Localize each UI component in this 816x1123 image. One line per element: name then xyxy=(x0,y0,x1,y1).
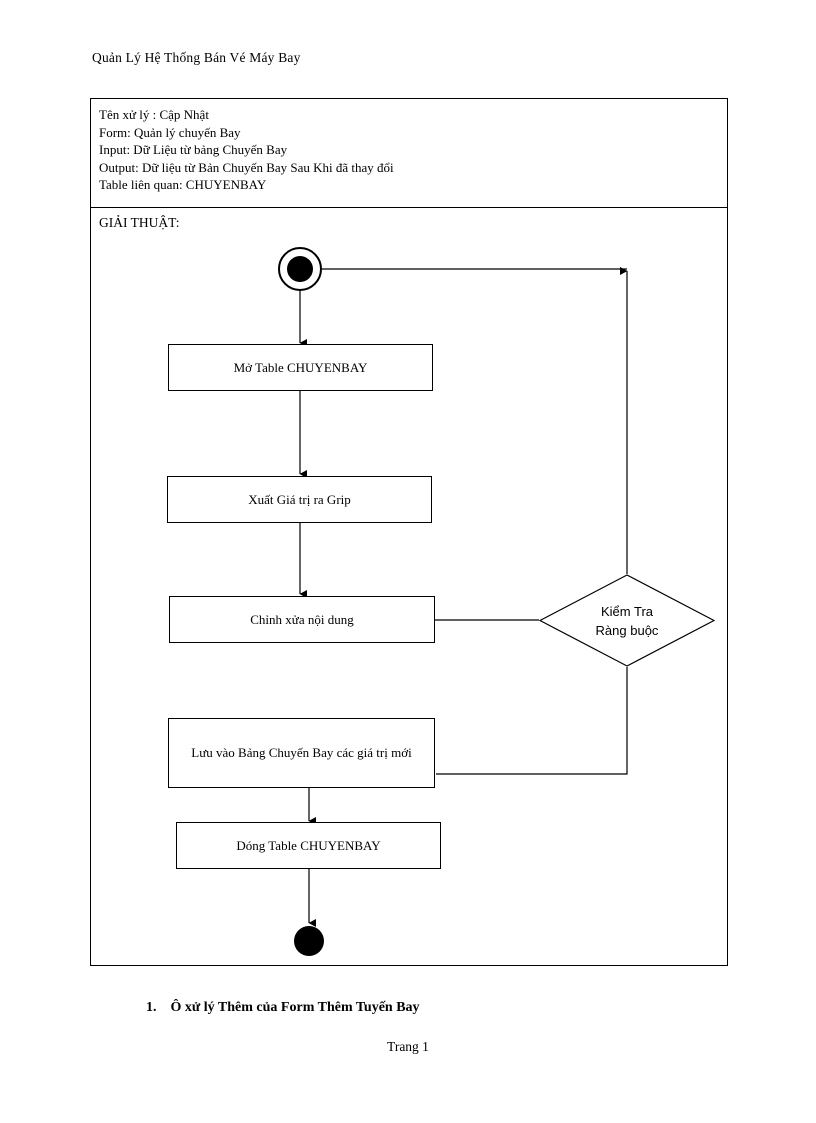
algorithm-frame: Tên xử lý : Cập Nhật Form: Quản lý chuyế… xyxy=(90,98,728,966)
info-line-output: Output: Dữ liệu từ Bản Chuyến Bay Sau Kh… xyxy=(99,159,394,175)
flowchart-node-save-values: Lưu vào Bảng Chuyến Bay các giá trị mới xyxy=(168,718,435,788)
process-info-block: Tên xử lý : Cập Nhật Form: Quản lý chuyế… xyxy=(91,99,727,208)
flowchart-end-node xyxy=(294,926,324,956)
document-header: Quản Lý Hệ Thống Bán Vé Máy Bay xyxy=(92,50,301,65)
flowchart-edges xyxy=(299,267,628,927)
flowchart-node-close-table: Dóng Table CHUYENBAY xyxy=(176,822,441,869)
node-label: Chỉnh xửa nội dung xyxy=(250,611,354,627)
start-node-dot xyxy=(287,256,313,282)
footer-item-number: 1. xyxy=(146,1000,157,1015)
footer-list-item: 1. Ô xử lý Thêm của Form Thêm Tuyến Bay xyxy=(146,1000,420,1016)
info-line-related-table: Table liên quan: CHUYENBAY xyxy=(99,177,267,192)
flowchart-node-open-table: Mở Table CHUYENBAY xyxy=(168,344,433,391)
node-label: Dóng Table CHUYENBAY xyxy=(236,837,381,853)
page-number: Trang 1 xyxy=(387,1039,429,1054)
info-line-form: Form: Quản lý chuyến Bay xyxy=(99,124,241,140)
node-label: Mở Table CHUYENBAY xyxy=(233,359,368,375)
info-line-input: Input: Dữ Liệu từ bảng Chuyến Bay xyxy=(99,142,288,157)
node-label: Lưu vào Bảng Chuyến Bay các giá trị mới xyxy=(191,745,412,760)
flowchart-node-edit-content: Chỉnh xửa nội dung xyxy=(169,596,435,643)
flowchart-start-node xyxy=(278,247,322,291)
algorithm-section-label: GIẢI THUẬT: xyxy=(99,215,180,230)
diamond-shape xyxy=(538,574,716,667)
flowchart-node-check-constraint: Kiểm Tra Ràng buộc xyxy=(538,574,716,667)
flowchart-canvas: Mở Table CHUYENBAY Xuất Giá trị ra Grip … xyxy=(91,99,729,967)
info-line-process-name: Tên xử lý : Cập Nhật xyxy=(99,107,209,122)
flowchart-node-output-grid: Xuất Giá trị ra Grip xyxy=(167,476,432,523)
footer-item-text: Ô xử lý Thêm của Form Thêm Tuyến Bay xyxy=(170,1000,420,1015)
node-label: Xuất Giá trị ra Grip xyxy=(248,491,351,507)
